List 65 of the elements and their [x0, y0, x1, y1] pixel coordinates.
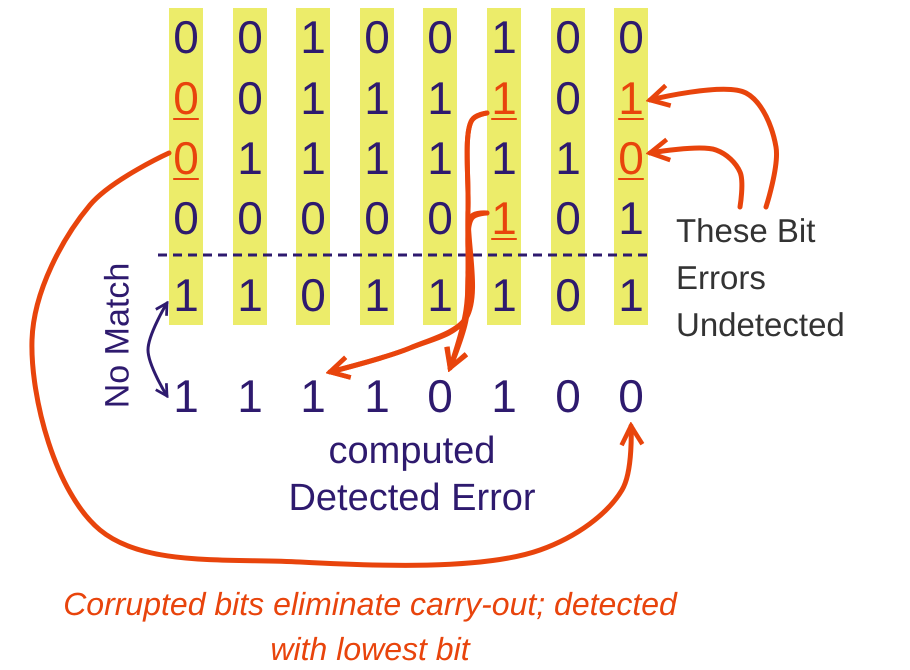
error-bit: 1	[487, 70, 521, 126]
column-bar	[233, 8, 267, 325]
bit-digit: 0	[551, 9, 585, 65]
bit-digit: 0	[169, 9, 203, 65]
column-bar	[614, 8, 648, 325]
note-text: These Bit Errors Undetected	[676, 207, 908, 348]
bit-digit: 0	[551, 267, 585, 323]
column-bar	[423, 8, 457, 325]
bit-digit: 1	[360, 267, 394, 323]
bit-digit: 0	[296, 190, 330, 246]
bit-digit: 1	[551, 130, 585, 186]
bit-digit: 1	[360, 368, 394, 424]
column-bar	[169, 8, 203, 325]
bit-digit: 1	[487, 368, 521, 424]
bit-digit: 1	[487, 267, 521, 323]
bit-digit: 0	[614, 9, 648, 65]
column-bar	[296, 8, 330, 325]
bit-digit: 1	[487, 130, 521, 186]
arrow	[444, 110, 490, 370]
column-bar	[551, 8, 585, 325]
bit-digit: 0	[360, 9, 394, 65]
error-bit: 1	[614, 70, 648, 126]
bit-digit: 0	[551, 70, 585, 126]
bit-digit: 1	[614, 190, 648, 246]
bit-digit: 1	[487, 9, 521, 65]
bit-digit: 1	[296, 70, 330, 126]
bit-digit: 1	[296, 130, 330, 186]
arrow	[445, 210, 490, 370]
error-bit: 0	[614, 130, 648, 186]
bit-digit: 1	[233, 368, 267, 424]
error-bit: 1	[487, 190, 521, 246]
column-bar	[487, 8, 521, 325]
result-caption: computed Detected Error	[287, 429, 537, 521]
bit-digit: 1	[423, 70, 457, 126]
bit-digit: 0	[296, 267, 330, 323]
bit-digit: 1	[423, 130, 457, 186]
edge-label: No Match	[98, 262, 138, 408]
bit-digit: 1	[233, 130, 267, 186]
bit-digit: 0	[423, 9, 457, 65]
bit-digit: 0	[169, 190, 203, 246]
bit-digit: 0	[233, 9, 267, 65]
column-bar	[360, 8, 394, 325]
error-bit: 0	[169, 70, 203, 126]
bit-digit: 0	[551, 368, 585, 424]
double-arrow	[146, 302, 168, 398]
bit-digit: 0	[614, 368, 648, 424]
bit-digit: 1	[360, 130, 394, 186]
bit-digit: 1	[169, 267, 203, 323]
bit-digit: 0	[233, 70, 267, 126]
bit-digit: 1	[169, 368, 203, 424]
bit-digit: 1	[423, 267, 457, 323]
bit-digit: 1	[296, 9, 330, 65]
bit-digit: 0	[423, 190, 457, 246]
bit-digit: 0	[551, 190, 585, 246]
caption: Corrupted bits eliminate carry-out; detected with lowest bit	[62, 585, 678, 669]
bit-digit: 1	[360, 70, 394, 126]
bit-digit: 0	[233, 190, 267, 246]
arrow	[648, 137, 744, 210]
bit-digit: 0	[423, 368, 457, 424]
error-bit: 0	[169, 130, 203, 186]
bit-digit: 0	[360, 190, 394, 246]
bit-digit: 1	[233, 267, 267, 323]
bit-digit: 1	[614, 267, 648, 323]
arrow	[648, 83, 779, 210]
bit-digit: 1	[296, 368, 330, 424]
